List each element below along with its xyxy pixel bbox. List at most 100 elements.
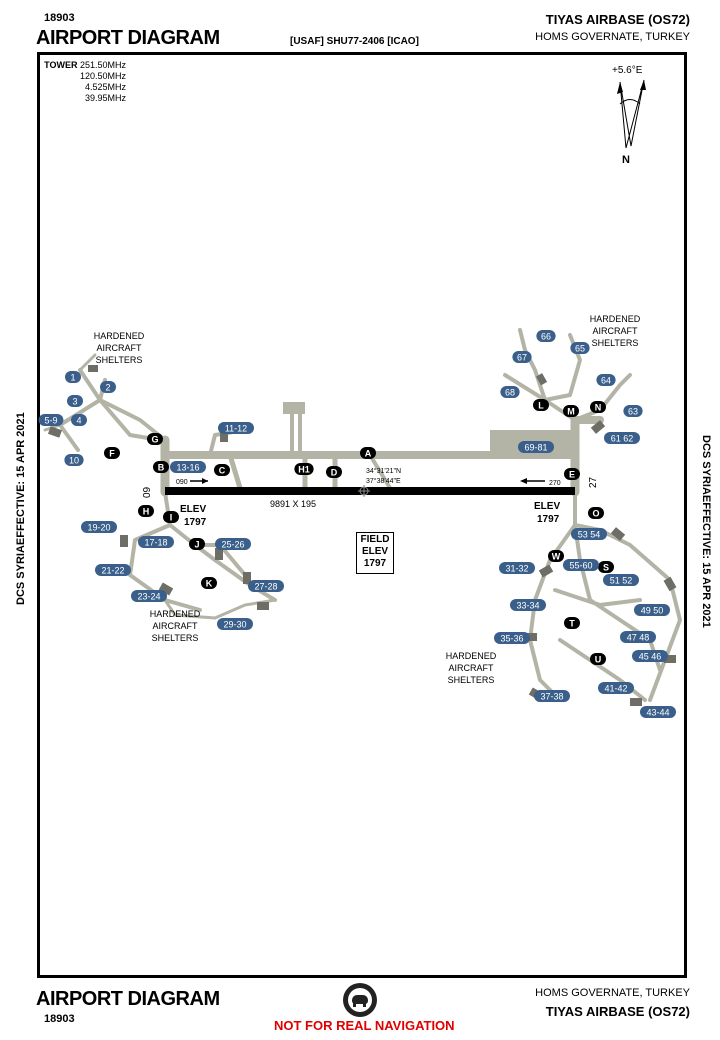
parking-spot-11-12: 11-12 xyxy=(225,424,247,434)
coords-lon: 37°38'44"E xyxy=(366,477,401,485)
shelter-label-se-2: AIRCRAFT xyxy=(449,663,495,673)
parking-spot-67: 67 xyxy=(517,353,527,363)
taxiway-label-i-bg xyxy=(163,511,179,523)
parking-spot-61-62-bg xyxy=(604,432,640,444)
parking-spot-5-9-bg xyxy=(38,414,64,426)
shelter-label-ne-3: SHELTERS xyxy=(592,338,639,348)
taxiway-label-f-bg xyxy=(104,447,120,459)
parking-spot-4: 4 xyxy=(76,416,81,426)
taxiway-label-j-bg xyxy=(189,538,205,550)
parking-spot-23-24-bg xyxy=(131,590,167,602)
taxiway-label-e: E xyxy=(569,470,575,480)
taxiway-label-b: B xyxy=(158,463,165,473)
taxiway-label-c-bg xyxy=(214,464,230,476)
taxiway-label-h: H xyxy=(143,507,150,517)
north-arrow: +5.6°E N xyxy=(612,65,646,166)
tower-freq-3: 4.525MHz xyxy=(84,82,126,92)
parking-spot-11-12-bg xyxy=(218,422,254,434)
parking-spot-13-16-bg xyxy=(170,461,206,473)
shelter-label-se-3: SHELTERS xyxy=(448,675,495,685)
taxiway-label-t-bg xyxy=(564,617,580,629)
procedure-number-bottom: 18903 xyxy=(44,1013,75,1025)
location-top: HOMS GOVERNATE, TURKEY xyxy=(535,31,690,43)
elev-value-east: 1797 xyxy=(537,514,560,525)
field-elev-line1: FIELD xyxy=(360,534,390,545)
parking-spot-35-36: 35-36 xyxy=(500,634,523,644)
elev-label-east: ELEV xyxy=(534,501,560,512)
taxiway-label-k: K xyxy=(206,579,213,589)
taxiway-label-t: T xyxy=(569,619,575,629)
tower-frequencies: TOWER 251.50MHz 120.50MHz 4.525MHz 39.95… xyxy=(42,60,126,104)
parking-spot-2-bg xyxy=(100,381,116,393)
parking-spot-69-81-bg xyxy=(518,441,554,453)
field-elevation-box: FIELD ELEV 1797 xyxy=(356,532,394,574)
taxiway-label-w: W xyxy=(552,552,561,562)
parking-spot-3-bg xyxy=(67,395,83,407)
taxiway-label-k-bg xyxy=(201,577,217,589)
parking-spot-67-bg xyxy=(512,351,532,363)
parking-spot-17-18: 17-18 xyxy=(144,538,167,548)
taxiway-label-l-bg xyxy=(533,399,549,411)
taxiway-label-o-bg xyxy=(588,507,604,519)
runway-end-09: 09 xyxy=(142,486,153,498)
taxiway-label-d: D xyxy=(331,468,338,478)
parking-spot-51-52: 51 52 xyxy=(610,576,633,586)
taxiway-label-m-bg xyxy=(563,405,579,417)
parking-spot-17-18-bg xyxy=(138,536,174,548)
taxiway-label-w-bg xyxy=(548,550,564,562)
parking-spot-55-60: 55-60 xyxy=(569,561,592,571)
parking-spot-47-48: 47 48 xyxy=(627,633,650,643)
parking-spot-labels: 12345-91011-1213-1617-1819-2021-2223-242… xyxy=(38,330,676,718)
taxiway-label-c: C xyxy=(219,466,226,476)
parking-spot-31-32: 31-32 xyxy=(505,564,528,574)
taxiway-label-b-bg xyxy=(153,461,169,473)
shelter-label-sw-3: SHELTERS xyxy=(152,633,199,643)
taxiway-label-s: S xyxy=(603,563,609,573)
tower-freq-2: 120.50MHz xyxy=(79,71,126,81)
tower-freq-4: 39.95MHz xyxy=(84,93,126,103)
parking-spot-2: 2 xyxy=(105,383,110,393)
parking-spot-64-bg xyxy=(596,374,616,386)
parking-spot-63-bg xyxy=(623,405,643,417)
runway-dimensions: 9891 X 195 xyxy=(270,499,316,509)
parking-spot-33-34-bg xyxy=(510,599,546,611)
parking-spot-1-bg xyxy=(65,371,81,383)
coords-lat: 34°31'21"N xyxy=(366,467,401,475)
parking-spot-19-20-bg xyxy=(81,521,117,533)
tower-label: TOWER xyxy=(44,60,78,70)
parking-spot-64: 64 xyxy=(601,376,611,386)
parking-spot-41-42: 41-42 xyxy=(604,684,627,694)
parking-spot-31-32-bg xyxy=(499,562,535,574)
taxiway-label-u: U xyxy=(595,655,602,665)
taxiway-label-u-bg xyxy=(590,653,606,665)
parking-spot-3: 3 xyxy=(72,397,77,407)
shelter-label-nw-1: HARDENED xyxy=(94,331,145,341)
taxiway-label-j: J xyxy=(194,540,199,550)
parking-spot-27-28: 27-28 xyxy=(254,582,277,592)
parking-spot-21-22: 21-22 xyxy=(101,566,124,576)
parking-spot-66-bg xyxy=(536,330,556,342)
elev-value-west: 1797 xyxy=(184,517,207,528)
parking-spot-55-60-bg xyxy=(563,559,599,571)
parking-spot-21-22-bg xyxy=(95,564,131,576)
runway-heading-090: 090 xyxy=(176,479,188,486)
footer-title: AIRPORT DIAGRAM xyxy=(36,988,220,1010)
taxiway-label-s-bg xyxy=(598,561,614,573)
parking-spot-1: 1 xyxy=(70,373,75,383)
parking-spot-5-9: 5-9 xyxy=(44,416,57,426)
parking-spot-53-54: 53 54 xyxy=(578,530,601,540)
taxiway-label-g-bg xyxy=(147,433,163,445)
field-elev-line2: ELEV xyxy=(361,546,389,557)
parking-spot-68-bg xyxy=(500,386,520,398)
magnetic-variation: +5.6°E xyxy=(612,65,643,76)
parking-spot-47-48-bg xyxy=(620,631,656,643)
parking-spot-49-50: 49 50 xyxy=(641,606,664,616)
taxiway-label-h-bg xyxy=(138,505,154,517)
taxiway-label-h1: H1 xyxy=(298,465,310,475)
parking-spot-25-26-bg xyxy=(215,538,251,550)
taxiway-label-l: L xyxy=(538,401,544,411)
parking-spot-43-44-bg xyxy=(640,706,676,718)
parking-spot-10-bg xyxy=(64,454,84,466)
shelter-text-labels: HARDENED AIRCRAFT SHELTERS HARDENED AIRC… xyxy=(94,314,641,685)
